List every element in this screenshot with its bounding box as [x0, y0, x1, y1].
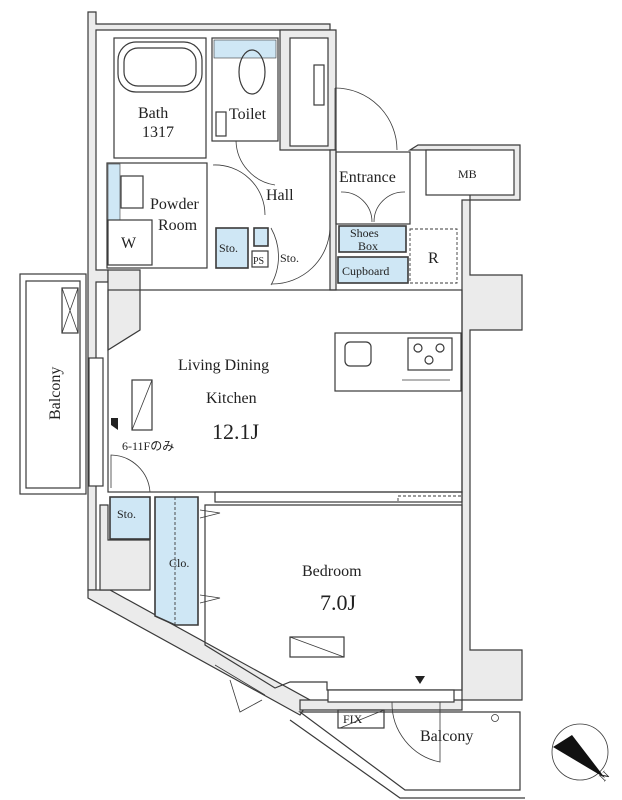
- entrance-label: Entrance: [339, 169, 396, 186]
- sink-icon: [344, 341, 372, 367]
- closet-label: Clo.: [169, 556, 189, 570]
- cupboard-label: Cupboard: [342, 264, 389, 278]
- bedroom: [204, 504, 463, 691]
- bath-size: 1317: [142, 124, 174, 141]
- door-swing: [212, 164, 266, 216]
- powder-label-1: Powder: [150, 196, 200, 213]
- bath-label: Bath: [138, 105, 168, 122]
- ps-label: PS: [253, 256, 264, 267]
- floor-hatch: [131, 379, 153, 431]
- entrance: [335, 151, 411, 225]
- bath-room: [113, 37, 207, 159]
- meter-box: [425, 149, 515, 196]
- shoes-label-1: Shoes: [350, 226, 379, 240]
- floor-hatch: [289, 636, 345, 658]
- refrigerator-space: [409, 228, 458, 284]
- fix-label: FIX: [343, 712, 363, 726]
- ldk-size: 12.1J: [212, 419, 260, 444]
- balcony-bottom-label: Balcony: [420, 728, 473, 745]
- storage-1: [215, 227, 249, 269]
- powder-label-2: Room: [158, 217, 198, 234]
- refrigerator-label: R: [428, 250, 439, 267]
- toilet-icon: [238, 49, 266, 95]
- duct: [313, 64, 325, 106]
- balcony-bottom: [298, 711, 521, 791]
- window-left: [88, 357, 104, 487]
- window-diagonal: [214, 664, 266, 713]
- toilet-label: Toilet: [229, 106, 267, 123]
- ldk-label-1: Living Dining: [178, 357, 269, 374]
- kitchen-counter: [334, 332, 462, 392]
- bedroom-size: 7.0J: [320, 590, 357, 615]
- shoes-box: [338, 225, 407, 253]
- sliding-door: [214, 491, 463, 503]
- bathtub-icon: [117, 41, 203, 93]
- window-bottom: [327, 689, 455, 703]
- storage-2-label: Sto.: [280, 251, 299, 265]
- mb-label: MB: [458, 167, 477, 181]
- storage-3: [109, 496, 151, 540]
- washer-space: [107, 219, 153, 266]
- entrance-door-swing: [334, 87, 398, 151]
- pipe-shaft: [251, 250, 269, 268]
- powder-room: [106, 162, 208, 269]
- storage-1-label: Sto.: [219, 241, 238, 255]
- closet: [154, 496, 199, 626]
- sink-icon: [120, 175, 144, 209]
- hall-label: Hall: [266, 187, 294, 204]
- bedroom-label: Bedroom: [302, 563, 362, 580]
- storage-2: [253, 227, 269, 247]
- door-swing: [235, 140, 276, 186]
- ldk-label-2: Kitchen: [206, 390, 257, 407]
- stove-icon: [407, 337, 453, 371]
- cupboard: [337, 256, 409, 284]
- storage-3-label: Sto.: [117, 507, 136, 521]
- arrow-marker-icon: [111, 418, 118, 430]
- compass-icon: N: [551, 723, 612, 784]
- washer-label: W: [121, 235, 137, 252]
- balcony-left-label: Balcony: [47, 367, 64, 420]
- balcony-left: [19, 273, 87, 495]
- door-swing: [270, 227, 331, 286]
- floor-note: 6-11Fのみ: [122, 439, 174, 453]
- arrow-marker-icon: [415, 676, 425, 684]
- shoes-label-2: Box: [358, 239, 378, 253]
